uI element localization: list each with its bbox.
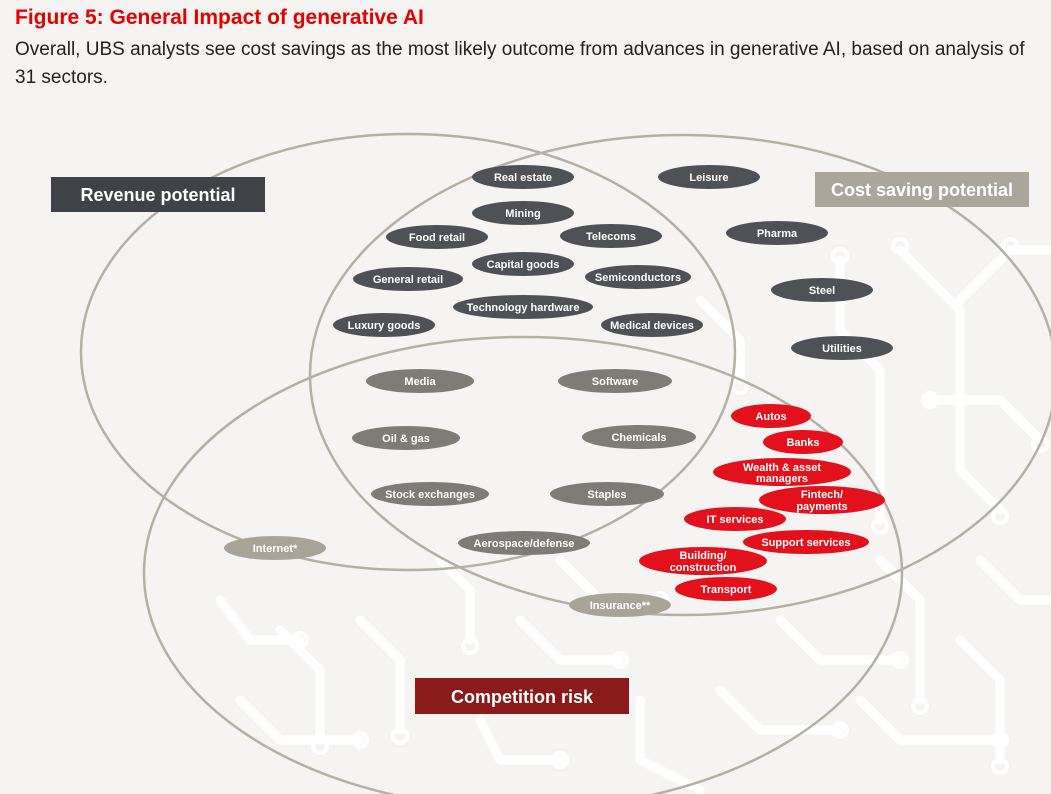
figure-subtitle: Overall, UBS analysts see cost savings a… (15, 39, 1025, 88)
competition-risk-label: Competition risk (415, 678, 629, 714)
sector-label: Medical devices (610, 320, 694, 332)
sector-label-line2: managers (756, 473, 808, 485)
venn-circles (79, 132, 1051, 794)
sector-label: Technology hardware (467, 302, 580, 314)
cost-saving-potential-text: Cost saving potential (831, 180, 1013, 200)
sector-insurance: Insurance** (569, 593, 671, 617)
sector-transport: Transport (675, 577, 777, 601)
sector-label: Semiconductors (595, 272, 681, 284)
cost-saving-circle (308, 133, 1051, 617)
sector-banks: Banks (763, 430, 843, 454)
sector-stock-exchanges: Stock exchanges (371, 482, 489, 506)
sector-label: IT services (707, 514, 764, 526)
sector-telecoms: Telecoms (560, 224, 662, 248)
sector-label: Internet* (253, 543, 298, 555)
sector-label: Telecoms (586, 231, 636, 243)
sector-oil-gas: Oil & gas (352, 426, 460, 450)
sector-pills: Real estate Leisure Mining Food retail T… (224, 165, 893, 617)
sector-mining: Mining (472, 201, 574, 225)
sector-technology-hardware: Technology hardware (453, 295, 593, 319)
sector-internet: Internet* (224, 536, 326, 560)
sector-aerospace-defense: Aerospace/defense (458, 531, 590, 555)
sector-label: Chemicals (611, 432, 666, 444)
sector-label: Oil & gas (382, 433, 430, 445)
sector-label-line1: Wealth & asset (743, 462, 821, 474)
revenue-circle (79, 132, 737, 572)
sector-label-line1: Fintech/ (801, 489, 843, 501)
sector-label-line2: construction (670, 562, 737, 574)
sector-label: General retail (373, 274, 443, 286)
sector-label: Media (404, 376, 436, 388)
sector-label: Autos (755, 411, 786, 423)
competition-circle (142, 335, 904, 794)
sector-label: Insurance** (590, 600, 651, 612)
sector-label: Food retail (409, 232, 465, 244)
set-labels: Revenue potential Cost saving potential … (51, 172, 1029, 714)
sector-steel: Steel (771, 278, 873, 302)
sector-label: Software (592, 376, 638, 388)
sector-label: Staples (587, 489, 626, 501)
sector-food-retail: Food retail (386, 225, 488, 249)
figure-title: Figure 5: General Impact of generative A… (15, 6, 424, 29)
sector-label: Steel (809, 285, 835, 297)
sector-label: Transport (701, 584, 752, 596)
sector-autos: Autos (731, 404, 811, 428)
sector-label: Leisure (689, 172, 728, 184)
sector-label: Stock exchanges (385, 489, 475, 501)
sector-building-construction: Building/ construction (639, 547, 767, 575)
sector-fintech-payments: Fintech/ payments (759, 486, 885, 514)
sector-wealth-asset-managers: Wealth & asset managers (713, 458, 851, 486)
sector-chemicals: Chemicals (582, 425, 696, 449)
sector-software: Software (558, 369, 672, 393)
sector-label: Mining (505, 208, 540, 220)
sector-medical-devices: Medical devices (601, 313, 703, 337)
sector-label: Banks (786, 437, 819, 449)
sector-pharma: Pharma (726, 221, 828, 245)
revenue-potential-label: Revenue potential (51, 177, 265, 212)
sector-general-retail: General retail (353, 267, 463, 291)
sector-label: Luxury goods (348, 320, 421, 332)
sector-utilities: Utilities (791, 336, 893, 360)
sector-label-line2: payments (796, 501, 847, 513)
sector-staples: Staples (550, 482, 664, 506)
sector-capital-goods: Capital goods (472, 252, 574, 276)
revenue-potential-text: Revenue potential (80, 185, 235, 205)
sector-label-line1: Building/ (679, 550, 726, 562)
sector-label: Capital goods (487, 259, 560, 271)
sector-luxury-goods: Luxury goods (333, 313, 435, 337)
sector-real-estate: Real estate (472, 165, 574, 189)
sector-it-services: IT services (684, 507, 786, 531)
sector-label: Support services (761, 537, 850, 549)
sector-label: Utilities (822, 343, 862, 355)
sector-label: Real estate (494, 172, 552, 184)
cost-saving-potential-label: Cost saving potential (815, 172, 1029, 207)
sector-support-services: Support services (743, 530, 869, 554)
sector-semiconductors: Semiconductors (585, 265, 691, 289)
sector-media: Media (366, 369, 474, 393)
sector-label: Pharma (757, 228, 798, 240)
sector-leisure: Leisure (658, 165, 760, 189)
sector-label: Aerospace/defense (474, 538, 575, 550)
competition-risk-text: Competition risk (451, 687, 594, 707)
